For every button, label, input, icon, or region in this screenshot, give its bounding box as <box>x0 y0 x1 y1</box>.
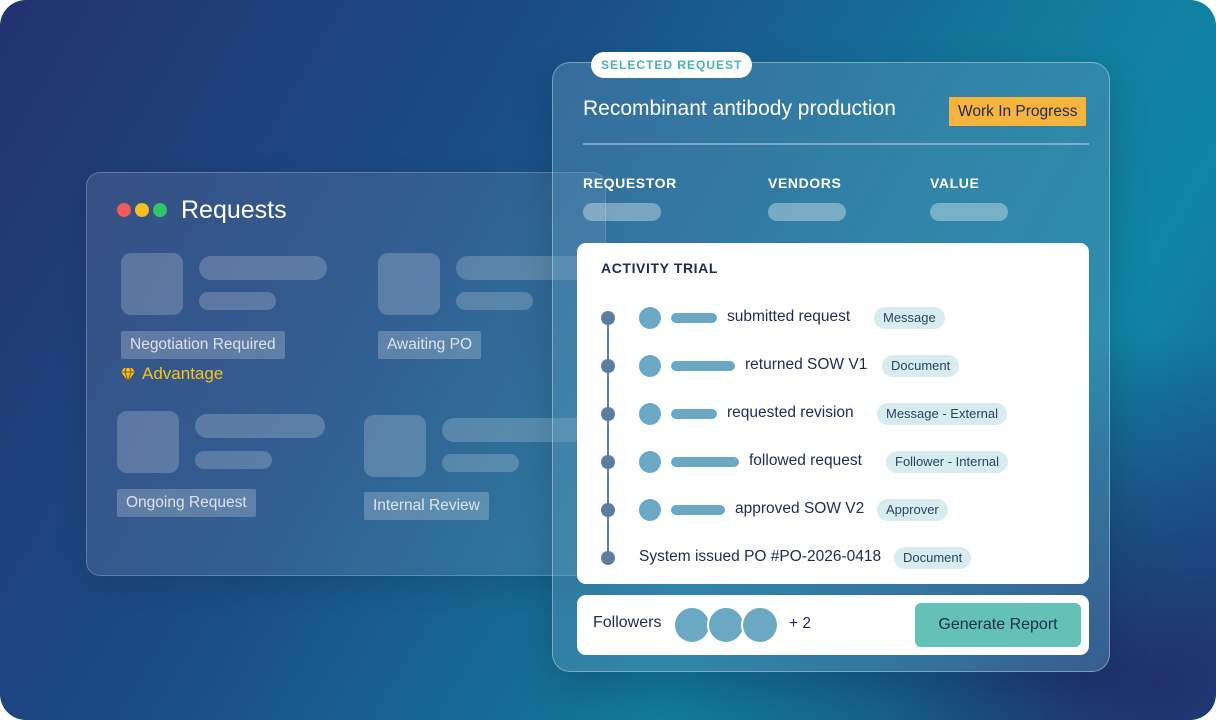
avatar <box>639 499 661 521</box>
placeholder-bar <box>199 256 327 280</box>
activity-tag: Follower - Internal <box>886 451 1009 473</box>
activity-text: System issued PO #PO-2026-0418 <box>639 548 882 565</box>
selected-request-panel: SELECTED REQUEST Recombinant antibody pr… <box>552 52 1110 672</box>
activity-tag: Message - External <box>877 403 1007 425</box>
name-placeholder <box>671 505 725 515</box>
value-value-placeholder <box>930 203 1008 221</box>
timeline-node <box>601 551 615 565</box>
placeholder-bar <box>442 454 519 472</box>
activity-text: followed request <box>749 452 862 469</box>
avatar <box>639 403 661 425</box>
followers-card: Followers + 2 Generate Report <box>577 595 1089 655</box>
activity-item[interactable]: submitted request Message <box>577 306 1089 330</box>
avatar <box>639 307 661 329</box>
request-card-thumbnail[interactable] <box>121 253 183 315</box>
avatar <box>639 355 661 377</box>
selected-request-tag: SELECTED REQUEST <box>591 52 753 78</box>
advantage-badge: Advantage <box>121 364 223 384</box>
divider <box>583 143 1089 145</box>
activity-text: approved SOW V2 <box>735 500 865 517</box>
name-placeholder <box>671 409 717 419</box>
placeholder-bar <box>456 292 533 310</box>
status-chip-internal-review: Internal Review <box>364 492 489 520</box>
status-chip-negotiation: Negotiation Required <box>121 331 285 359</box>
status-chip-ongoing: Ongoing Request <box>117 489 256 517</box>
followers-more-count[interactable]: + 2 <box>789 615 811 632</box>
timeline-node <box>601 455 615 469</box>
timeline-node <box>601 407 615 421</box>
placeholder-bar <box>195 414 325 438</box>
name-placeholder <box>671 457 739 467</box>
name-placeholder <box>671 361 735 371</box>
placeholder-bar <box>195 451 272 469</box>
requests-title: Requests <box>181 196 287 224</box>
placeholder-bar <box>199 292 276 310</box>
activity-text: requested revision <box>727 404 854 421</box>
window-close-dot[interactable] <box>117 203 131 217</box>
activity-text: submitted request <box>727 308 851 325</box>
value-label: VALUE <box>930 175 980 191</box>
activity-item[interactable]: approved SOW V2 Approver <box>577 498 1089 522</box>
request-title: Recombinant antibody production <box>583 97 896 120</box>
timeline-node <box>601 359 615 373</box>
avatar <box>639 451 661 473</box>
status-badge: Work In Progress <box>949 97 1087 126</box>
activity-tag: Document <box>882 355 960 377</box>
vendors-label: VENDORS <box>768 175 842 191</box>
window-maximize-dot[interactable] <box>153 203 167 217</box>
activity-tag: Approver <box>877 499 948 521</box>
request-card-thumbnail[interactable] <box>364 415 426 477</box>
follower-avatar[interactable] <box>741 606 779 644</box>
follower-avatar[interactable] <box>673 606 711 644</box>
activity-card: ACTIVITY TRIAL submitted request Message… <box>577 243 1089 584</box>
timeline-node <box>601 311 615 325</box>
activity-tag: Document <box>894 547 972 569</box>
window-controls <box>117 203 167 217</box>
requestor-value-placeholder <box>583 203 661 221</box>
activity-item[interactable]: requested revision Message - External <box>577 402 1089 426</box>
timeline-node <box>601 503 615 517</box>
vendors-value-placeholder <box>768 203 846 221</box>
request-card-thumbnail[interactable] <box>117 411 179 473</box>
activity-title: ACTIVITY TRIAL <box>601 260 719 276</box>
window-minimize-dot[interactable] <box>135 203 149 217</box>
request-card-thumbnail[interactable] <box>378 253 440 315</box>
requests-window: Requests Negotiation Required Advantage … <box>86 172 607 576</box>
advantage-label: Advantage <box>142 364 224 383</box>
timeline-line <box>607 314 609 558</box>
activity-item[interactable]: System issued PO #PO-2026-0418 Document <box>577 546 1089 570</box>
activity-tag: Message <box>874 307 945 329</box>
activity-item[interactable]: followed request Follower - Internal <box>577 450 1089 474</box>
diamond-icon <box>121 367 135 381</box>
follower-avatar[interactable] <box>707 606 745 644</box>
activity-text: returned SOW V1 <box>745 356 868 373</box>
requestor-label: REQUESTOR <box>583 175 677 191</box>
status-chip-awaiting-po: Awaiting PO <box>378 331 482 359</box>
activity-item[interactable]: returned SOW V1 Document <box>577 354 1089 378</box>
followers-label: Followers <box>593 614 662 631</box>
name-placeholder <box>671 313 717 323</box>
generate-report-button[interactable]: Generate Report <box>915 603 1081 647</box>
